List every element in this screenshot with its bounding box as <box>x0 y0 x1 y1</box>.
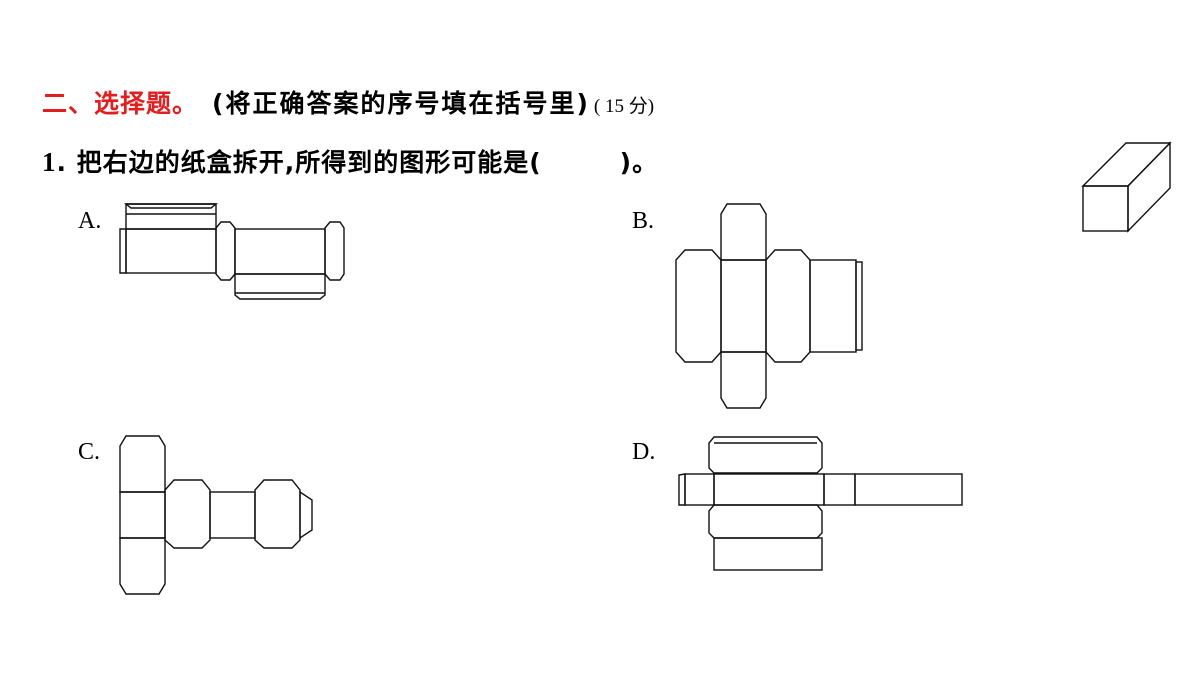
net-d-center-face <box>713 473 825 506</box>
net-option-d[interactable] <box>678 436 963 571</box>
net-d-right-face <box>823 473 856 506</box>
net-b-right-face <box>765 249 811 363</box>
option-d-label: D. <box>632 439 656 465</box>
net-option-a[interactable] <box>119 203 345 300</box>
question-text-end: )。 <box>619 148 659 177</box>
net-c-middle-face <box>209 491 256 539</box>
cuboid-front-face <box>1082 185 1129 232</box>
option-a-label: A. <box>78 208 102 234</box>
section-score: ( 15 分) <box>593 96 655 117</box>
net-b-bottom-face <box>720 351 767 409</box>
net-d-bottom-face <box>713 537 823 571</box>
net-a-long-face-1 <box>125 228 217 274</box>
option-c-label: C. <box>78 439 101 465</box>
net-c-square-face-2 <box>254 479 301 549</box>
net-b-far-right-face <box>809 259 857 353</box>
net-b-top-face <box>720 203 767 261</box>
question-1: 1. 把右边的纸盒拆开,所得到的图形可能是( )。 <box>42 143 658 179</box>
net-c-square-face-1 <box>164 479 211 549</box>
net-c-center-face <box>119 491 166 539</box>
cuboid-side-face <box>1127 141 1171 233</box>
net-a-bottom-flap <box>234 273 326 300</box>
section-instruction: (将正确答案的序号填在括号里) <box>212 89 590 118</box>
net-c-bottom-face <box>119 537 166 595</box>
net-a-top-flap <box>124 203 218 209</box>
net-d-far-right-face <box>854 473 963 506</box>
net-option-b[interactable] <box>675 203 863 409</box>
net-c-end-flap <box>299 490 313 540</box>
option-b-label: B. <box>632 208 655 234</box>
net-option-c[interactable] <box>119 435 313 595</box>
section-title: 二、选择题。 <box>42 89 199 118</box>
question-text: . 把右边的纸盒拆开,所得到的图形可能是( <box>56 148 542 177</box>
net-b-side-flap <box>855 261 863 351</box>
cuboid-top-face <box>1081 142 1172 187</box>
net-d-left-flap <box>678 473 686 506</box>
net-c-top-face <box>119 435 166 493</box>
question-number: 1 <box>42 147 57 177</box>
net-d-left-face <box>684 473 715 506</box>
net-d-bottom-flap-face <box>708 504 823 539</box>
net-b-center-face <box>720 259 767 353</box>
net-a-long-face-2 <box>234 228 326 275</box>
net-d-top-flap-face <box>708 436 823 474</box>
net-b-left-face <box>675 249 722 363</box>
net-a-square-face-1 <box>215 221 236 281</box>
cuboid-box-figure <box>1081 141 1172 233</box>
section-heading: 二、选择题。 (将正确答案的序号填在括号里)( 15 分) <box>42 84 654 120</box>
net-a-square-face-2 <box>324 221 345 281</box>
